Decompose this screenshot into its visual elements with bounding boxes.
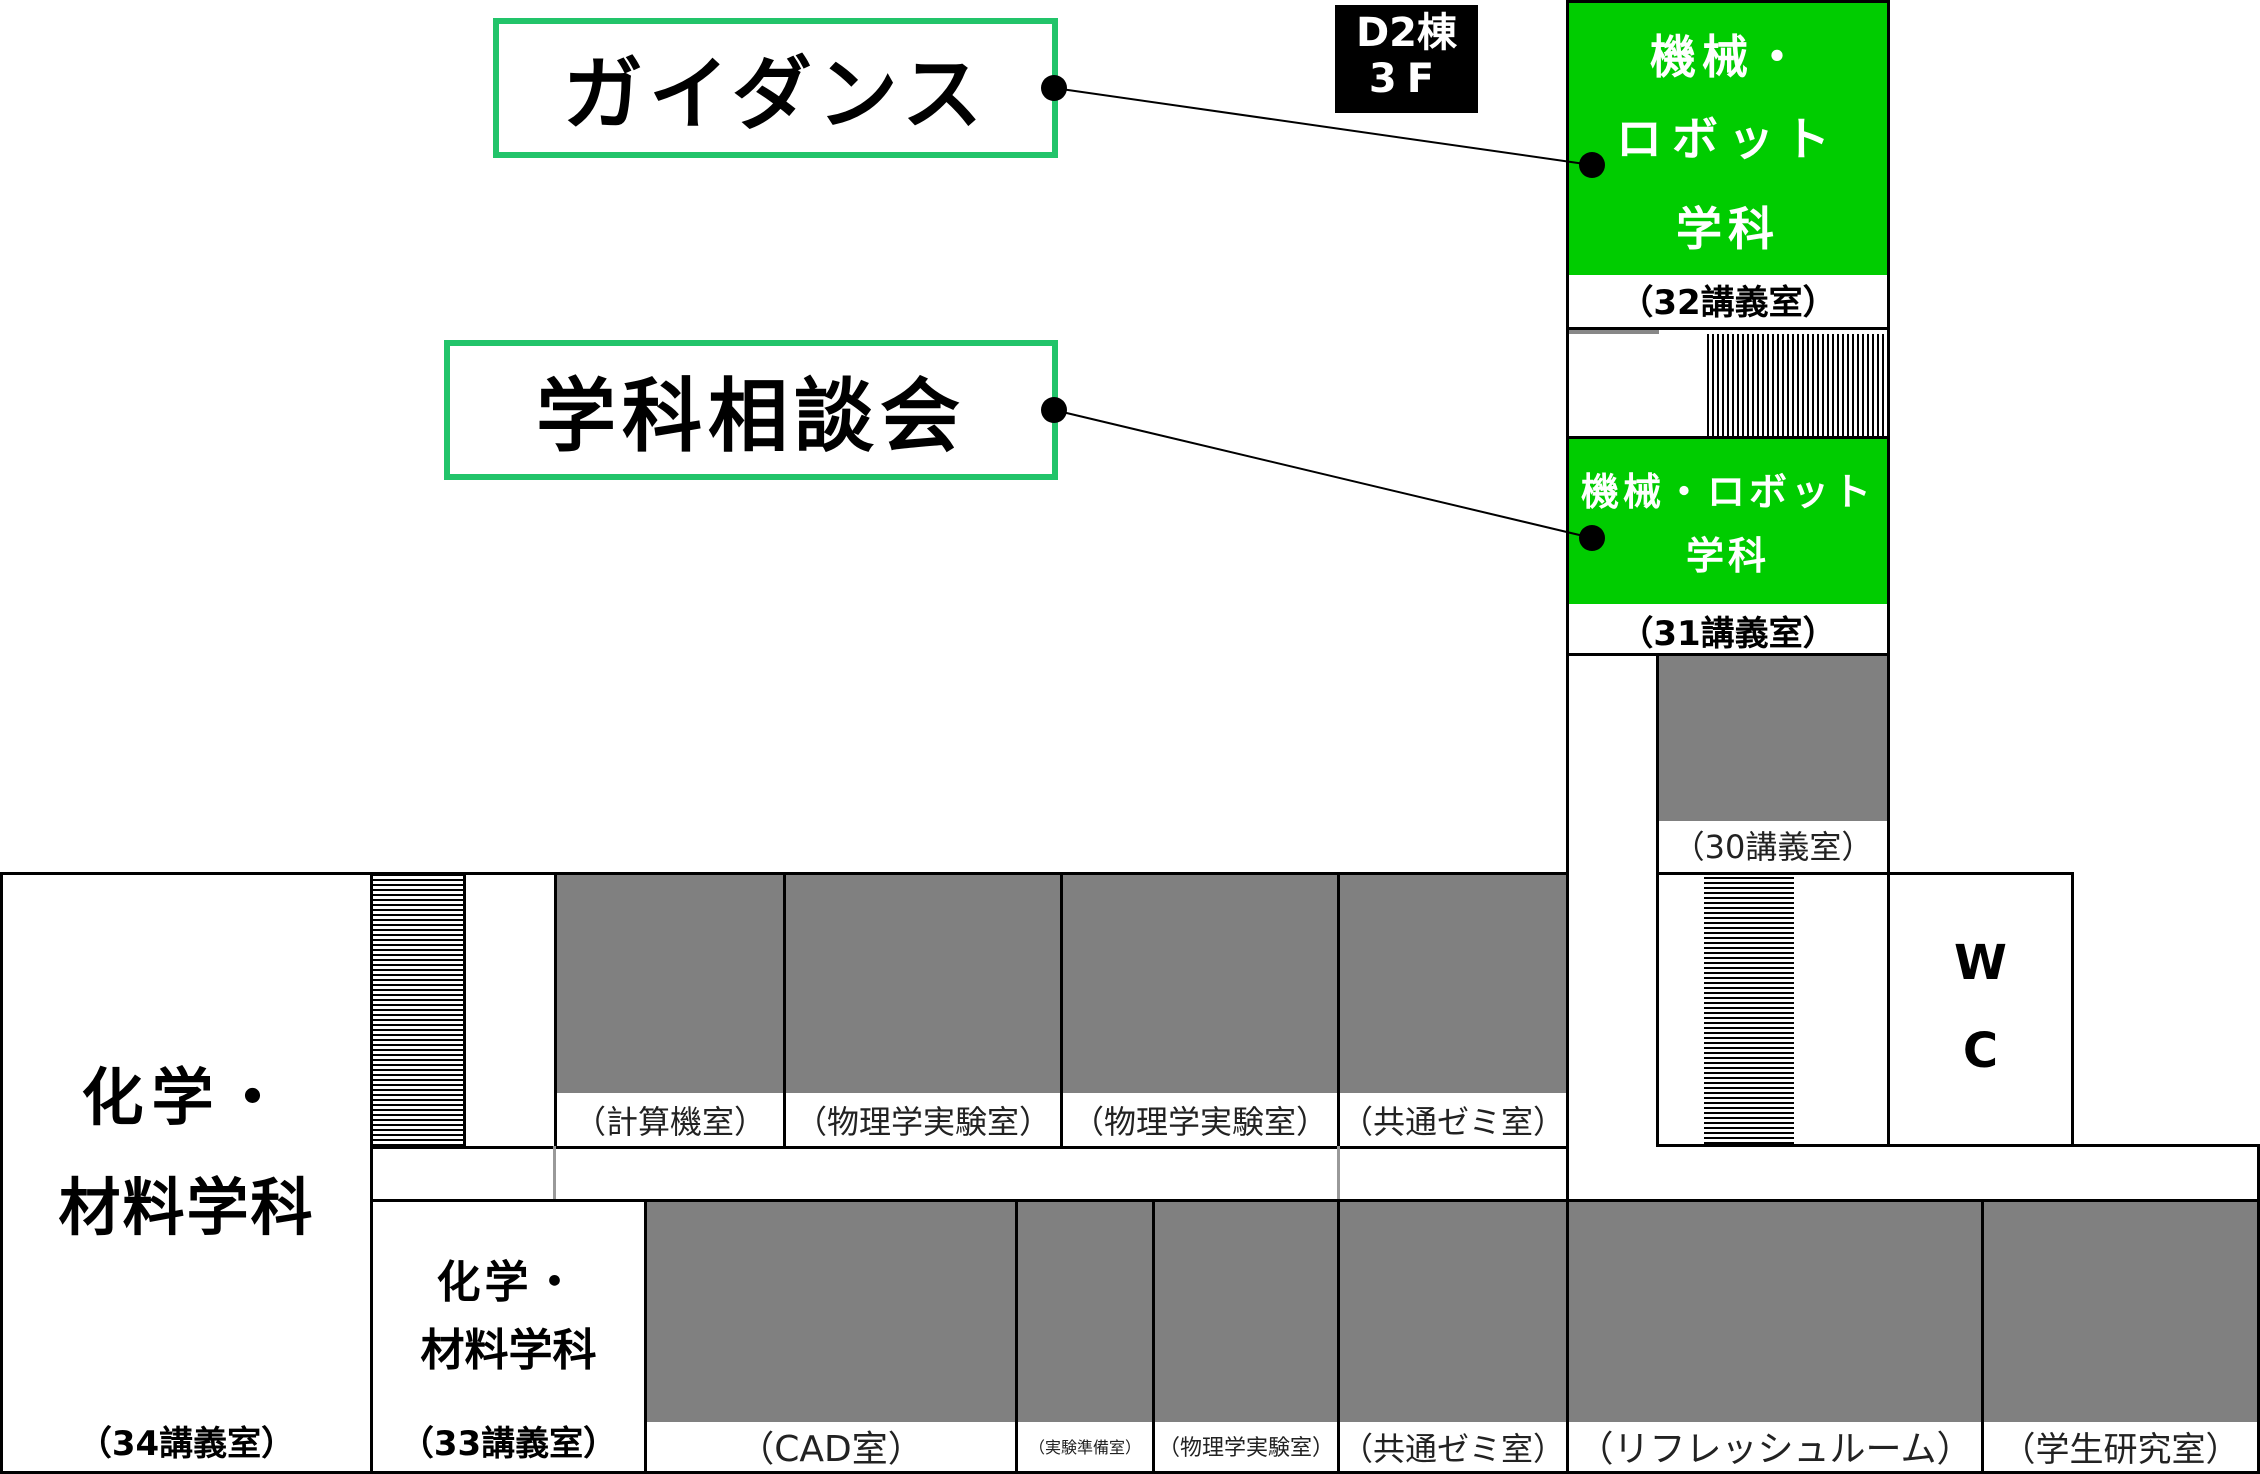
room-wc[interactable]: W C: [1887, 872, 2074, 1147]
room-seminar-top-name: （共通ゼミ室）: [1340, 1103, 1565, 1141]
room-computing[interactable]: （計算機室）: [554, 872, 786, 1149]
wc-line-2: C: [1962, 1023, 1999, 1079]
room-student[interactable]: （学生研究室）: [1981, 1199, 2260, 1474]
room-refresh-fill: [1569, 1202, 1981, 1422]
room-32[interactable]: 機械・ ロボット 学科 （32講義室）: [1566, 0, 1890, 330]
room-seminar-top-fill: [1340, 875, 1566, 1093]
room-physics-3-name: （物理学実験室）: [1157, 1436, 1334, 1461]
room-refresh[interactable]: （リフレッシュルーム）: [1566, 1199, 1984, 1474]
room-31-highlight: [1569, 439, 1887, 604]
room-physics-2[interactable]: （物理学実験室）: [1060, 872, 1340, 1149]
building-name: D2棟: [1355, 10, 1458, 56]
stairwell-upper: [1566, 327, 1890, 439]
room-student-fill: [1984, 1202, 2257, 1422]
room-prep-fill: [1018, 1202, 1152, 1422]
room-32-dept-3: 学科: [1676, 202, 1780, 256]
vertical-corridor: [1566, 653, 1659, 1201]
room-physics-2-fill: [1063, 875, 1337, 1093]
room-computing-name: （計算機室）: [573, 1103, 766, 1141]
corridor-divider-2: [1337, 1146, 1340, 1202]
room-30-fill: [1659, 656, 1887, 821]
guidance-leader-line: [1053, 87, 1593, 166]
room-30[interactable]: （30講義室）: [1656, 653, 1890, 875]
room-cad-name: （CAD室）: [738, 1429, 924, 1470]
building-tag: D2棟 3F: [1335, 5, 1478, 113]
room-32-name: （32講義室）: [1619, 283, 1837, 323]
room-34[interactable]: 化学・ 材料学科 （34講義室）: [0, 872, 373, 1474]
room-34-name: （34講義室）: [77, 1424, 296, 1464]
room-student-name: （学生研究室）: [2001, 1430, 2240, 1470]
landing-line: [1569, 330, 1659, 334]
stairs-left: [373, 875, 463, 1146]
room-31-name: （31講義室）: [1619, 614, 1837, 654]
room-physics-3[interactable]: （物理学実験室）: [1152, 1199, 1340, 1474]
room-computing-fill: [557, 875, 783, 1093]
consultation-label: 学科相談会: [536, 370, 966, 463]
room-cad[interactable]: （CAD室）: [644, 1199, 1018, 1474]
room-prep-name: （実験準備室）: [1028, 1438, 1141, 1457]
stairs-lower: [1704, 875, 1794, 1144]
room-physics-1[interactable]: （物理学実験室）: [783, 872, 1063, 1149]
room-34-dept-1: 化学・: [81, 1061, 292, 1134]
room-32-highlight: [1569, 3, 1887, 275]
main-corridor: [370, 1146, 2260, 1202]
room-prep[interactable]: （実験準備室）: [1015, 1199, 1155, 1474]
room-physics-1-fill: [786, 875, 1060, 1093]
room-physics-2-name: （物理学実験室）: [1071, 1103, 1328, 1141]
room-32-dept-2: ロボット: [1616, 112, 1840, 166]
room-blank-top: [463, 872, 557, 1149]
room-seminar-bottom-name: （共通ゼミ室）: [1340, 1430, 1565, 1468]
wc-line-1: W: [1954, 935, 2007, 991]
room-physics-3-fill: [1155, 1202, 1337, 1422]
room-33[interactable]: 化学・ 材料学科 （33講義室）: [370, 1199, 647, 1474]
building-floor: 3F: [1368, 56, 1445, 102]
stairwell-lower: [1656, 872, 1890, 1147]
room-34-dept-2: 材料学科: [58, 1171, 315, 1244]
room-seminar-bottom[interactable]: （共通ゼミ室）: [1337, 1199, 1569, 1474]
room-33-dept-1: 化学・: [436, 1257, 581, 1308]
room-30-name: （30講義室）: [1672, 828, 1874, 866]
guidance-label: ガイダンス: [562, 48, 989, 141]
room-31-dept-2: 学科: [1685, 534, 1770, 578]
room-seminar-top[interactable]: （共通ゼミ室）: [1337, 872, 1569, 1149]
room-33-name: （33講義室）: [399, 1424, 618, 1464]
stairwell-left: [370, 872, 466, 1149]
corridor-right-top-line: [1887, 1144, 2260, 1147]
stairs-upper: [1707, 334, 1887, 436]
room-31-dept-1: 機械・ロボット: [1580, 470, 1875, 514]
room-32-dept-1: 機械・: [1650, 30, 1806, 84]
consultation-callout: 学科相談会: [444, 340, 1058, 480]
consultation-leader-line: [1053, 409, 1593, 539]
room-seminar-bottom-fill: [1340, 1202, 1566, 1422]
corridor-divider-1: [553, 1146, 556, 1202]
room-physics-1-name: （物理学実験室）: [794, 1103, 1051, 1141]
guidance-callout: ガイダンス: [493, 18, 1058, 158]
room-33-dept-2: 材料学科: [420, 1325, 597, 1376]
room-cad-fill: [647, 1202, 1015, 1422]
room-refresh-name: （リフレッシュルーム）: [1577, 1429, 1973, 1470]
room-31[interactable]: 機械・ロボット 学科 （31講義室）: [1566, 436, 1890, 656]
